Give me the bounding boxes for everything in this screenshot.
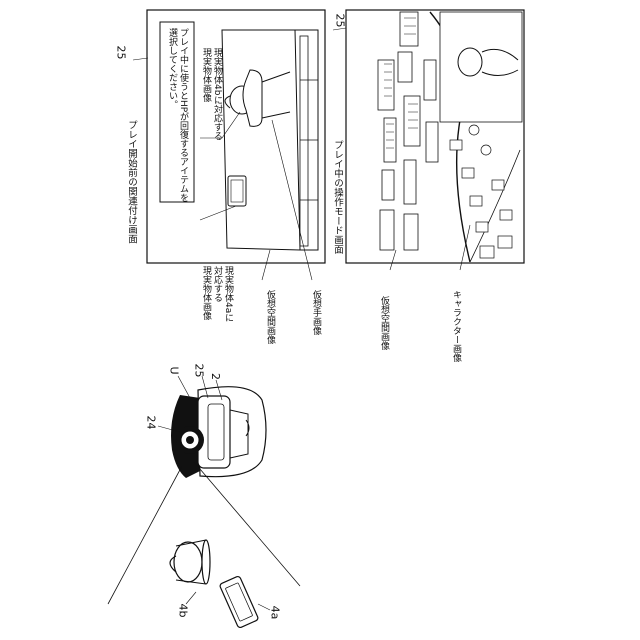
phone-object-image: [228, 176, 246, 206]
ref-cup-4b: 4b: [176, 604, 190, 617]
ref-25-top: 25: [114, 46, 128, 59]
ref-user: U: [170, 364, 178, 377]
real-phone-4a: [219, 576, 259, 629]
association-screen-title: プレイ開始前の関連付け画面: [126, 120, 137, 244]
label-virtual-space-bottom: 仮想空間画像: [378, 296, 389, 350]
real-cup-4b: [170, 540, 210, 584]
label-character-image: キャラクター画像: [450, 290, 461, 362]
camera: [176, 426, 204, 454]
ref-camera: 24: [144, 416, 158, 429]
view-line-left: [108, 466, 182, 604]
association-screen-panel: [133, 10, 325, 280]
ref-phone-4a: 4a: [268, 606, 282, 619]
label-virtual-hand: 仮想手画像: [310, 290, 321, 335]
ref-device: 2: [212, 370, 219, 383]
hand-with-cup-image: [440, 12, 522, 122]
dialog-text: プレイ中に使うとHPが回復するアイテムを 選択してください。: [166, 28, 188, 202]
label-virtual-space-top: 仮想空間画像: [264, 290, 275, 344]
user-with-headset: [158, 376, 266, 478]
ref-25-bottom: 25: [333, 14, 347, 27]
label-object-4a-image: 現実物体4aに 対応する 現実物体画像: [200, 266, 233, 322]
ref-display: 25: [192, 364, 206, 377]
play-screen-title: プレイ中の操作モード画面: [332, 140, 343, 254]
play-mode-screen-panel: [333, 10, 524, 270]
table-illustration: [222, 30, 300, 250]
label-object-4b-image: 現実物体4bに対応する 現実物体画像: [200, 48, 222, 140]
